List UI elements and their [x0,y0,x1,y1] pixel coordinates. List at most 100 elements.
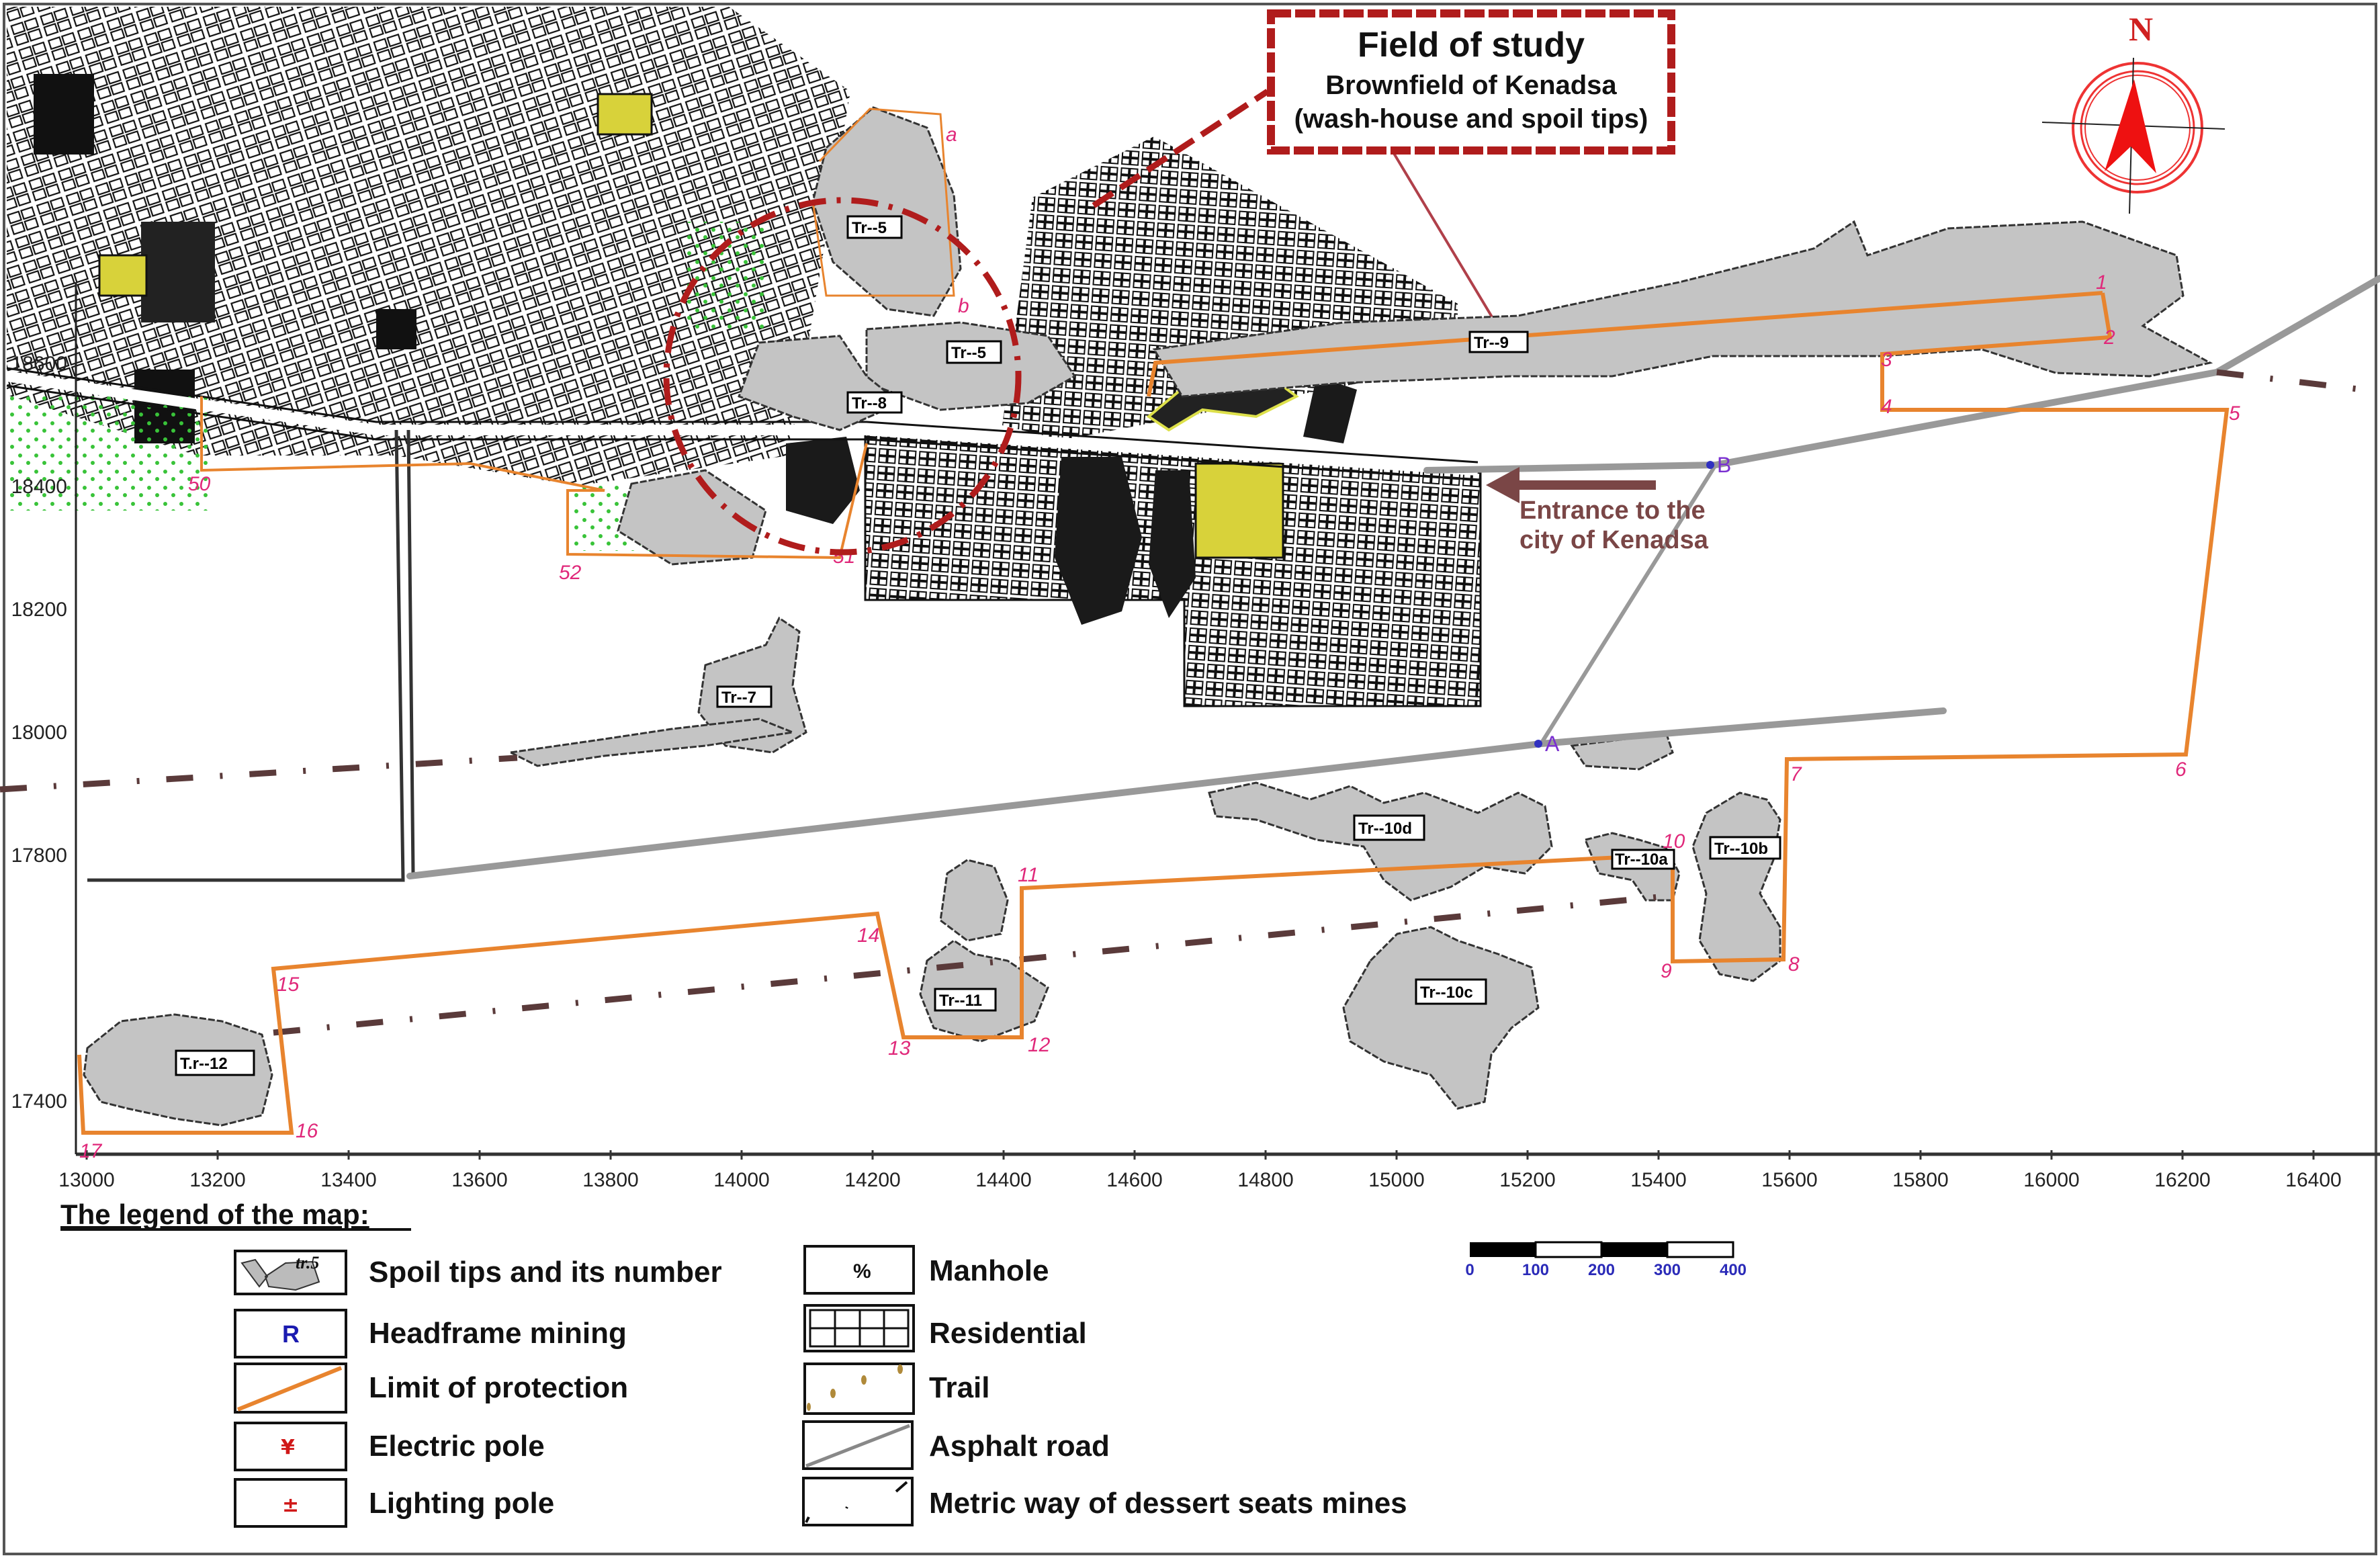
limit-polyline-north [1147,291,2103,397]
svg-text:Tr--10c: Tr--10c [1420,984,1473,1002]
svg-text:Electric pole: Electric pole [369,1430,545,1463]
green-vegetation [7,396,208,511]
point-label: 6 [2175,759,2187,781]
callout-title: Field of study [1358,26,1585,64]
limit-polyline-south [77,292,2230,1135]
green-vegetation [685,222,766,329]
yellow-block [1194,462,1284,559]
limit-polyline-tr5 [811,107,955,297]
x-tick-label: 13200 [189,1169,245,1191]
dark-block [34,74,94,155]
x-tick-label: 13800 [582,1169,638,1191]
dark-block [786,437,860,524]
point-label: 1 [2096,271,2107,294]
manhole-icon: % [853,1260,871,1283]
dark-block [141,222,215,322]
x-tick-label: 13600 [451,1169,507,1191]
residential-grid-icon [809,1309,910,1348]
scale-bar-label: 400 [1720,1261,1747,1279]
point-label: 16 [296,1120,318,1142]
legend-item-lighting-pole: ± Lighting pole [234,1478,554,1528]
road-point-a: A [1534,732,1560,756]
spoil-tip-label: Tr--10b [1709,836,1781,860]
point-label: 15 [277,973,300,996]
point-label: 7 [1790,763,1802,785]
point-label: 12 [1028,1034,1051,1056]
main-street [5,371,1479,476]
spoil-tip-label: Tr--5 [846,215,903,239]
legend-title: The legend of the map: [60,1199,369,1230]
legend-item-limit: Limit of protection [234,1362,628,1414]
x-tick-label: 14000 [713,1169,769,1191]
svg-text:Tr--8: Tr--8 [852,394,887,413]
north-arrow-icon: N [2041,10,2225,214]
spoil-tip-tr9 [1152,220,2213,398]
asphalt-road-a-b [1539,463,1718,746]
x-tick-label: 13400 [320,1169,376,1191]
svg-text:A: A [1545,732,1560,756]
legend-item-trail: Trail [803,1362,990,1415]
metric-way-segment [2216,369,2380,395]
svg-text:Spoil tips and its number: Spoil tips and its number [369,1256,722,1289]
svg-text:Asphalt road: Asphalt road [929,1430,1110,1463]
y-tick-label: 18200 [11,599,67,621]
scale-bar-label: 100 [1522,1261,1549,1279]
spoil-tip-tr10c [1342,926,1540,1110]
y-tick-label: 17400 [11,1090,67,1113]
y-tick-label: 18400 [11,476,67,498]
metric-way-segment [273,892,1673,1036]
point-label: a [946,124,957,146]
svg-text:Tr--10b: Tr--10b [1714,840,1768,858]
y-tick-label: 18000 [11,722,67,744]
point-label: 51 [833,546,855,568]
x-tick-label: 15400 [1630,1169,1686,1191]
point-label: 52 [559,562,582,584]
callout-line2: (wash-house and spoil tips) [1294,104,1648,134]
metric-way [0,369,2380,1036]
x-tick-label: 15200 [1499,1169,1555,1191]
x-tick-label: 14600 [1106,1169,1162,1191]
spoil-tip-strip [507,718,797,767]
svg-text:T.r--12: T.r--12 [180,1055,228,1073]
spoil-tip-label: Tr--5 [946,340,1002,364]
main-street-edge [6,367,1479,481]
limit-point-labels: 1 2 3 4 5 6 7 8 9 10 11 12 13 14 15 16 1… [79,124,2240,1162]
metric-way-icon [805,1481,908,1523]
point-label: 2 [2103,327,2115,349]
x-tick-label: 14800 [1237,1169,1293,1191]
x-tick-label: 14400 [975,1169,1031,1191]
legend: The legend of the map: tr.5 Spoil tips a… [60,1199,1747,1528]
x-tick-label: 16400 [2285,1169,2341,1191]
svg-text:Headframe mining: Headframe mining [369,1317,627,1350]
road-point-b: B [1706,453,1731,477]
legend-item-spoil-tips: tr.5 Spoil tips and its number [234,1250,722,1295]
svg-text:Metric way of dessert seats mi: Metric way of dessert seats mines [929,1487,1407,1520]
svg-text:Tr--7: Tr--7 [721,689,756,707]
svg-text:Tr--5: Tr--5 [951,344,986,362]
limit-line-icon [236,1366,343,1412]
legend-item-asphalt-road: Asphalt road [802,1420,1110,1470]
point-label: 13 [888,1037,911,1059]
x-tick-label: 15800 [1892,1169,1948,1191]
svg-text:Tr--9: Tr--9 [1474,334,1509,352]
spoil-tip-labels: Tr--5 Tr--5 Tr--8 Tr--7 Tr--11 Tr--10d T… [175,215,1781,1076]
spoil-tip-icon [240,1258,320,1291]
spoil-tip-label: T.r--12 [175,1049,255,1076]
yellow-block [98,254,148,297]
legend-item-electric-pole: ¥ Electric pole [234,1422,545,1471]
svg-text:Tr--10d: Tr--10d [1358,820,1412,838]
svg-text:Tr--10a: Tr--10a [1615,851,1668,869]
study-field-callout: Field of study Brownfield of Kenadsa (wa… [1267,9,1675,155]
point-label: 50 [188,473,211,495]
spoil-tip-label: Tr--7 [716,685,773,708]
legend-item-metric-way: Metric way of dessert seats mines [802,1477,1407,1526]
point-label: 9 [1661,960,1672,982]
x-tick-label: 14200 [844,1169,900,1191]
yellow-block [597,93,653,136]
scale-bar-label: 200 [1588,1261,1615,1279]
point-label: 5 [2229,402,2240,425]
limit-of-protection [77,107,2230,1135]
